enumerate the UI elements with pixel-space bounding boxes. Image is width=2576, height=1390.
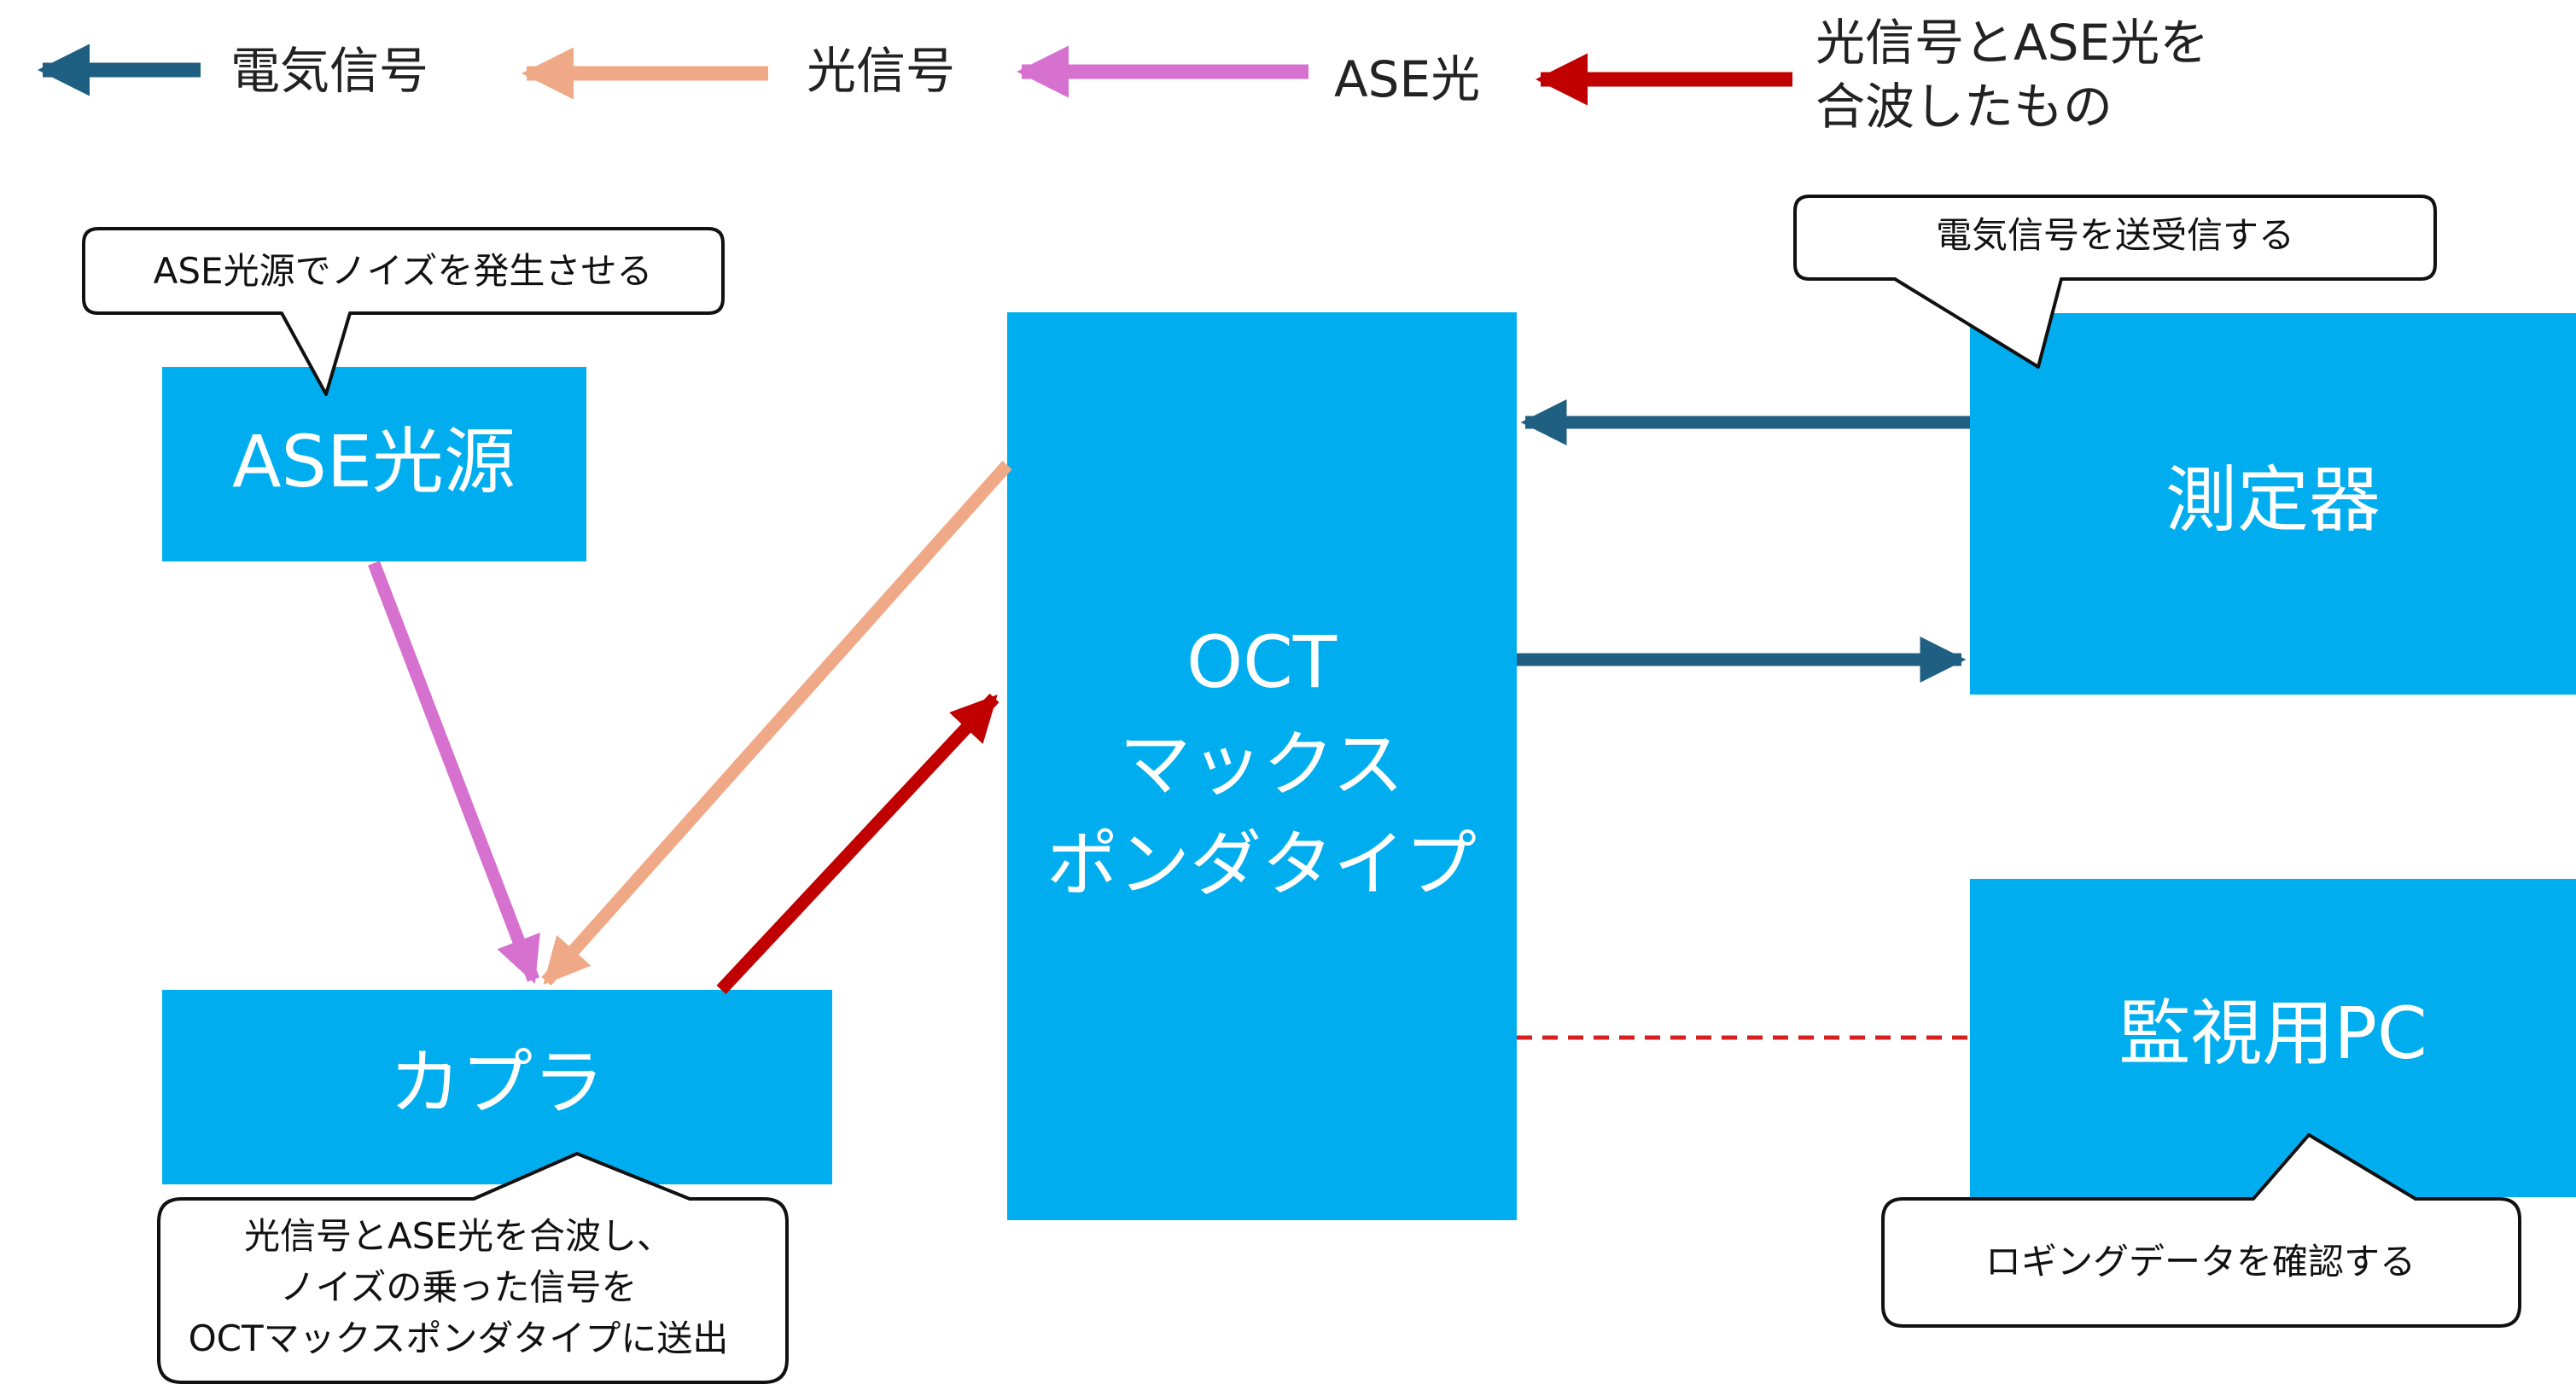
callouts: ASE光源でノイズを発生させる 電気信号を送受信する 光信号とASE光を合波し、… xyxy=(82,195,2521,1384)
oct-label-line-2: マックス xyxy=(1119,723,1403,806)
meter-box xyxy=(1970,313,2576,695)
monitor-pc-box xyxy=(1970,879,2576,1197)
legend: 電気信号 光信号 ASE光 光信号とASE光を 合波したもの xyxy=(37,14,2209,136)
legend-combined-label-line-2: 合波したもの xyxy=(1815,78,2113,136)
coupler-callout-line-2: ノイズの乗った信号を xyxy=(280,1266,638,1308)
coupler-label: カプラ xyxy=(389,1041,604,1125)
coupler-callout xyxy=(157,1152,789,1384)
ase-source-callout xyxy=(82,227,725,396)
legend-ase-label: ASE光 xyxy=(1334,50,1480,108)
legend-combined-label-line-1: 光信号とASE光を xyxy=(1815,14,2209,72)
coupler-to-oct-combined-arrow xyxy=(716,693,1000,995)
ase-to-coupler-arrow xyxy=(367,561,540,985)
monitor-pc-callout xyxy=(1881,1133,2521,1328)
legend-optical-label: 光信号 xyxy=(807,42,955,100)
meter-callout-text: 電気信号を送受信する xyxy=(1936,214,2294,256)
ase-source-label: ASE光源 xyxy=(232,420,516,503)
monitor-pc-label: 監視用PC xyxy=(2118,992,2427,1075)
connectors xyxy=(367,399,1970,1040)
oct-muxponder-box xyxy=(1007,312,1517,1220)
meter-label: 測定器 xyxy=(2165,458,2381,542)
boxes: ASE光源 カプラ OCT マックス ポンダタイプ 測定器 監視用PC xyxy=(162,312,2576,1220)
legend-electrical-label: 電気信号 xyxy=(230,42,428,100)
oct-label-line-1: OCT xyxy=(1186,620,1338,704)
coupler-callout-line-3: OCTマックスポンダタイプに送出 xyxy=(189,1317,729,1359)
meter-callout xyxy=(1793,195,2437,369)
monitor-pc-callout-text: ロギングデータを確認する xyxy=(1985,1241,2416,1282)
oct-to-coupler-optical-arrow xyxy=(541,461,1012,986)
ase-source-box xyxy=(162,367,586,561)
oct-label-line-3: ポンダタイプ xyxy=(1046,823,1477,906)
ase-source-callout-text: ASE光源でノイズを発生させる xyxy=(154,250,653,292)
coupler-callout-line-1: 光信号とASE光を合波し、 xyxy=(244,1215,673,1257)
coupler-box xyxy=(162,990,832,1184)
